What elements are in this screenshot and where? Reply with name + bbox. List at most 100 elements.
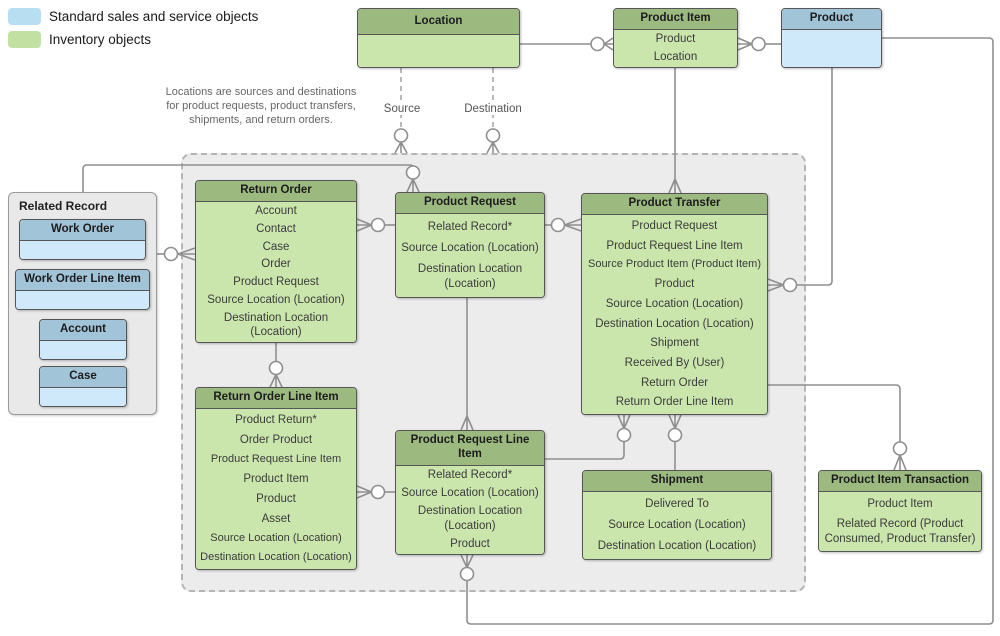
field: Related Record* (427, 469, 513, 482)
wire-return-order-product-request (356, 217, 395, 233)
entity-title: Product Item Transaction (819, 471, 981, 492)
field: Related Record (Product Consumed, Produc… (824, 518, 976, 545)
field: Product (655, 33, 696, 46)
field: Product Request (631, 220, 718, 233)
entity-product-request: Product Request Related Record* Source L… (395, 192, 545, 298)
entity-case: Case (39, 366, 127, 407)
wire-product-item-product-transfer (668, 68, 682, 194)
wire-product-transfer-pit (768, 384, 908, 471)
field: Product (654, 278, 695, 291)
field: Product Request Line Item (606, 239, 743, 252)
entity-title: Case (40, 367, 126, 388)
field: Source Location (Location) (207, 294, 345, 307)
entity-product-request-line-item: Product Request Line Item Related Record… (395, 430, 545, 555)
entity-body (40, 340, 126, 359)
entity-return-order-line-item: Return Order Line Item Product Return* O… (195, 387, 357, 570)
entity-return-order: Return Order Account Contact Case Order … (195, 180, 357, 343)
field: Source Location (Location) (401, 242, 539, 255)
entity-title: Product Item (614, 9, 737, 30)
entity-title: Work Order Line Item (16, 270, 149, 291)
field: Account (255, 205, 297, 218)
legend-swatch-green (8, 31, 41, 48)
field: Received By (User) (624, 356, 725, 369)
field: Product Request (233, 276, 319, 289)
field: Contact (256, 222, 296, 235)
entity-title: Account (40, 320, 126, 341)
entity-title: Product Transfer (582, 194, 767, 215)
entity-title: Shipment (583, 471, 771, 492)
note-line: for product requests, product transfers, (166, 100, 356, 112)
wire-product-request-product-transfer (545, 217, 582, 233)
field: Return Order (640, 376, 709, 389)
wire-location-product-item (520, 36, 614, 52)
field: Location (653, 51, 698, 64)
entity-body (358, 35, 519, 67)
entity-title: Return Order (196, 181, 356, 202)
wire-roli-prli (356, 484, 395, 500)
legend-label: Inventory objects (49, 32, 152, 47)
entity-body (16, 290, 149, 309)
entity-title: Work Order (20, 220, 145, 241)
related-record-panel: Related Record Work Order Work Order Lin… (8, 192, 157, 415)
field: Product (450, 537, 490, 550)
destination-label: Destination (461, 103, 525, 115)
note-line: shipments, and return orders. (189, 114, 333, 126)
legend-swatch-blue (8, 8, 41, 25)
wire-return-order-roli (268, 343, 284, 388)
entity-product-transfer: Product Transfer Product Request Product… (581, 193, 768, 415)
entity-title: Product Request (396, 193, 544, 214)
entity-product-item-transaction: Product Item Transaction Product Item Re… (818, 470, 982, 552)
field: Related Record* (427, 220, 513, 233)
panel-title: Related Record (19, 199, 108, 213)
entity-title: Product Request Line Item (396, 431, 544, 466)
entity-title: Return Order Line Item (196, 388, 356, 409)
field: Destination Location (Location) (417, 263, 523, 290)
wire-product-product-request-line-item (459, 37, 994, 625)
field: Source Location (Location) (401, 487, 539, 500)
field: Source Location (Location) (608, 519, 746, 532)
field: Destination Location (Location) (597, 540, 757, 553)
entity-work-order: Work Order (19, 219, 146, 260)
entity-shipment: Shipment Delivered To Source Location (L… (582, 470, 772, 560)
entity-body (20, 240, 145, 259)
field: Order Product (239, 434, 313, 447)
field: Case (262, 240, 290, 253)
field: Destination Location (Location) (200, 550, 352, 563)
entity-product-item: Product Item Product Location (613, 8, 738, 68)
field: Product Return* (235, 414, 317, 427)
field: Destination Location (Location) (417, 505, 523, 532)
entity-body (782, 29, 881, 67)
entity-location: Location (357, 8, 520, 68)
entity-title: Product (782, 9, 881, 30)
entity-body (40, 387, 126, 406)
field: Source Location (Location) (210, 531, 342, 544)
field: Source Product Item (Product Item) (587, 258, 761, 271)
entity-work-order-line-item: Work Order Line Item (15, 269, 150, 310)
legend-item-inventory: Inventory objects (8, 31, 151, 48)
note-line: Locations are sources and destinations (165, 86, 357, 98)
location-note: Locations are sources and destinations f… (160, 85, 362, 127)
source-label: Source (380, 103, 424, 115)
field: Shipment (650, 337, 699, 350)
entity-title: Location (358, 9, 519, 35)
field: Product Item (243, 473, 309, 486)
legend-item-standard: Standard sales and service objects (8, 8, 258, 25)
wire-product-transfer-shipment (667, 414, 683, 470)
wire-product-product-transfer (767, 68, 833, 293)
wire-product-item-product (737, 36, 781, 52)
wire-product-transfer-prli (545, 414, 632, 460)
field: Destination Location (Location) (223, 311, 329, 339)
field: Product Item (867, 497, 933, 510)
wire-location-destination (485, 68, 501, 154)
field: Delivered To (645, 498, 709, 511)
wire-location-source (393, 68, 409, 154)
field: Asset (261, 512, 291, 525)
entity-product: Product (781, 8, 882, 68)
wire-product-request-prli (460, 298, 474, 431)
field: Destination Location (Location) (595, 317, 754, 330)
wire-related-record-product-request (82, 164, 421, 193)
field: Product Request Line Item (210, 452, 342, 465)
field: Return Order Line Item (615, 396, 734, 409)
